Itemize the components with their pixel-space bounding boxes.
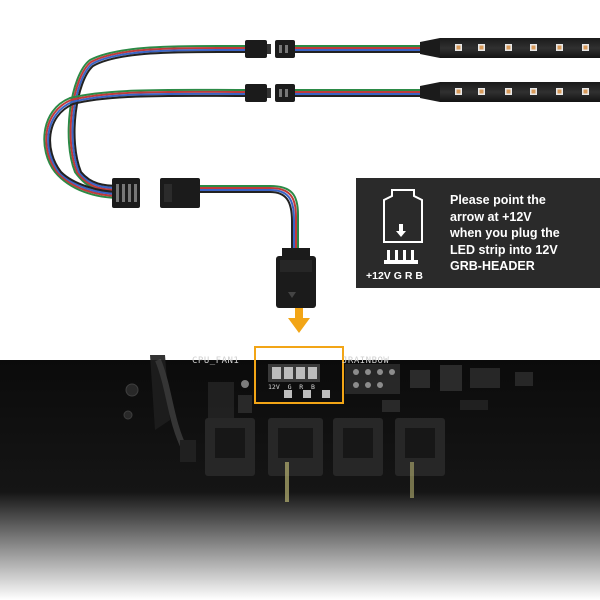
instruction-line: when you plug the xyxy=(450,226,560,240)
instruction-text: Please point the arrow at +12V when you … xyxy=(450,192,596,275)
connector-diagram-icon xyxy=(383,189,423,264)
strip-feed-wires xyxy=(295,45,420,97)
header-label-jrainbow: JRAINBOW xyxy=(342,356,390,366)
pin-labels: +12V G R B xyxy=(366,270,423,282)
rgb-4pin-connector-icon xyxy=(276,248,316,308)
instruction-panel: +12V G R B Please point the arrow at +12… xyxy=(356,178,600,288)
rgb-cable-lower xyxy=(43,88,246,199)
pin-row-label: 12V G R B xyxy=(268,383,315,391)
rgb-cable-to-header xyxy=(200,185,299,250)
down-arrow-icon xyxy=(288,306,310,333)
header-highlight xyxy=(254,346,344,404)
header-label-cpu-fan: CPU_FAN1 xyxy=(192,356,240,366)
motherboard xyxy=(0,360,600,600)
instruction-line: arrow at +12V xyxy=(450,209,532,224)
jrgb2-header xyxy=(268,364,330,398)
instruction-line: LED strip into 12V xyxy=(450,242,558,257)
motherboard-details xyxy=(123,355,533,502)
rgb-cable-upper xyxy=(67,44,246,193)
instruction-line: GRB-HEADER xyxy=(450,259,535,273)
header-label-jrgb2: JRGB2 xyxy=(283,352,313,362)
splitter-connectors xyxy=(112,178,200,208)
led-strip-icon xyxy=(420,38,600,102)
strip-connectors xyxy=(245,40,295,102)
instruction-line: Please point the xyxy=(450,193,546,207)
